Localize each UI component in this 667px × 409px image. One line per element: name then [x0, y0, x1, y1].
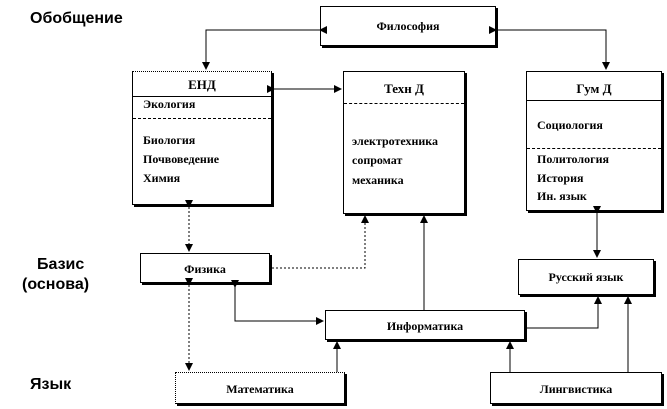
natural-sciences-item: Биология	[143, 133, 196, 147]
connector-physics-informatics	[231, 280, 324, 325]
connector-informatics-russian	[527, 296, 602, 329]
technical-sciences-item: сопромат	[352, 153, 403, 167]
humanities-top-item: Социология	[537, 118, 603, 132]
technical-sciences-item: механика	[352, 173, 404, 187]
node-humanities-title: Гум Д	[576, 81, 612, 96]
node-philosophy: Философия	[320, 6, 496, 46]
node-mathematics: Математика	[175, 372, 345, 404]
connector-physics-technical	[272, 215, 369, 269]
section-divider	[133, 118, 271, 119]
node-linguistics-label: Лингвистика	[539, 382, 613, 396]
title-divider	[527, 100, 661, 101]
humanities-item: История	[537, 171, 584, 185]
node-humanities: Гум Д Социология Политология История Ин.…	[526, 71, 662, 211]
natural-sciences-item: Химия	[143, 171, 181, 185]
humanities-item: Политология	[537, 152, 609, 166]
node-natural-sciences-title: ЕНД	[188, 77, 216, 92]
node-russian-language: Русский язык	[518, 259, 654, 295]
node-technical-sciences: Техн Д электротехника сопромат механика	[343, 71, 465, 214]
node-russian-language-label: Русский язык	[548, 270, 624, 284]
natural-sciences-item: Почвоведение	[143, 152, 220, 166]
technical-sciences-item: электротехника	[352, 134, 439, 148]
node-informatics: Информатика	[325, 310, 525, 340]
node-informatics-label: Информатика	[386, 319, 464, 333]
section-divider	[344, 103, 464, 104]
node-mathematics-label: Математика	[226, 382, 294, 396]
node-linguistics: Лингвистика	[490, 372, 662, 404]
node-physics-label: Физика	[184, 262, 226, 276]
level-label-generalization: Обобщение	[30, 10, 123, 27]
level-label-language: Язык	[30, 376, 72, 393]
node-natural-sciences: ЕНД Экология Биология Почвоведение Химия	[132, 71, 272, 205]
level-label-basis: Базис	[37, 256, 85, 273]
connector-philosophy-natural-sciences	[202, 26, 327, 70]
node-physics: Физика	[140, 253, 270, 283]
node-philosophy-label: Философия	[376, 19, 440, 33]
natural-sciences-top-item: Экология	[143, 97, 196, 111]
level-label-basis-subtitle: (основа)	[22, 276, 90, 293]
title-divider	[133, 96, 271, 97]
connector-philosophy-humanities	[489, 26, 610, 70]
humanities-item: Ин. язык	[537, 189, 587, 203]
section-divider	[527, 148, 661, 149]
node-technical-sciences-title: Техн Д	[384, 81, 424, 96]
